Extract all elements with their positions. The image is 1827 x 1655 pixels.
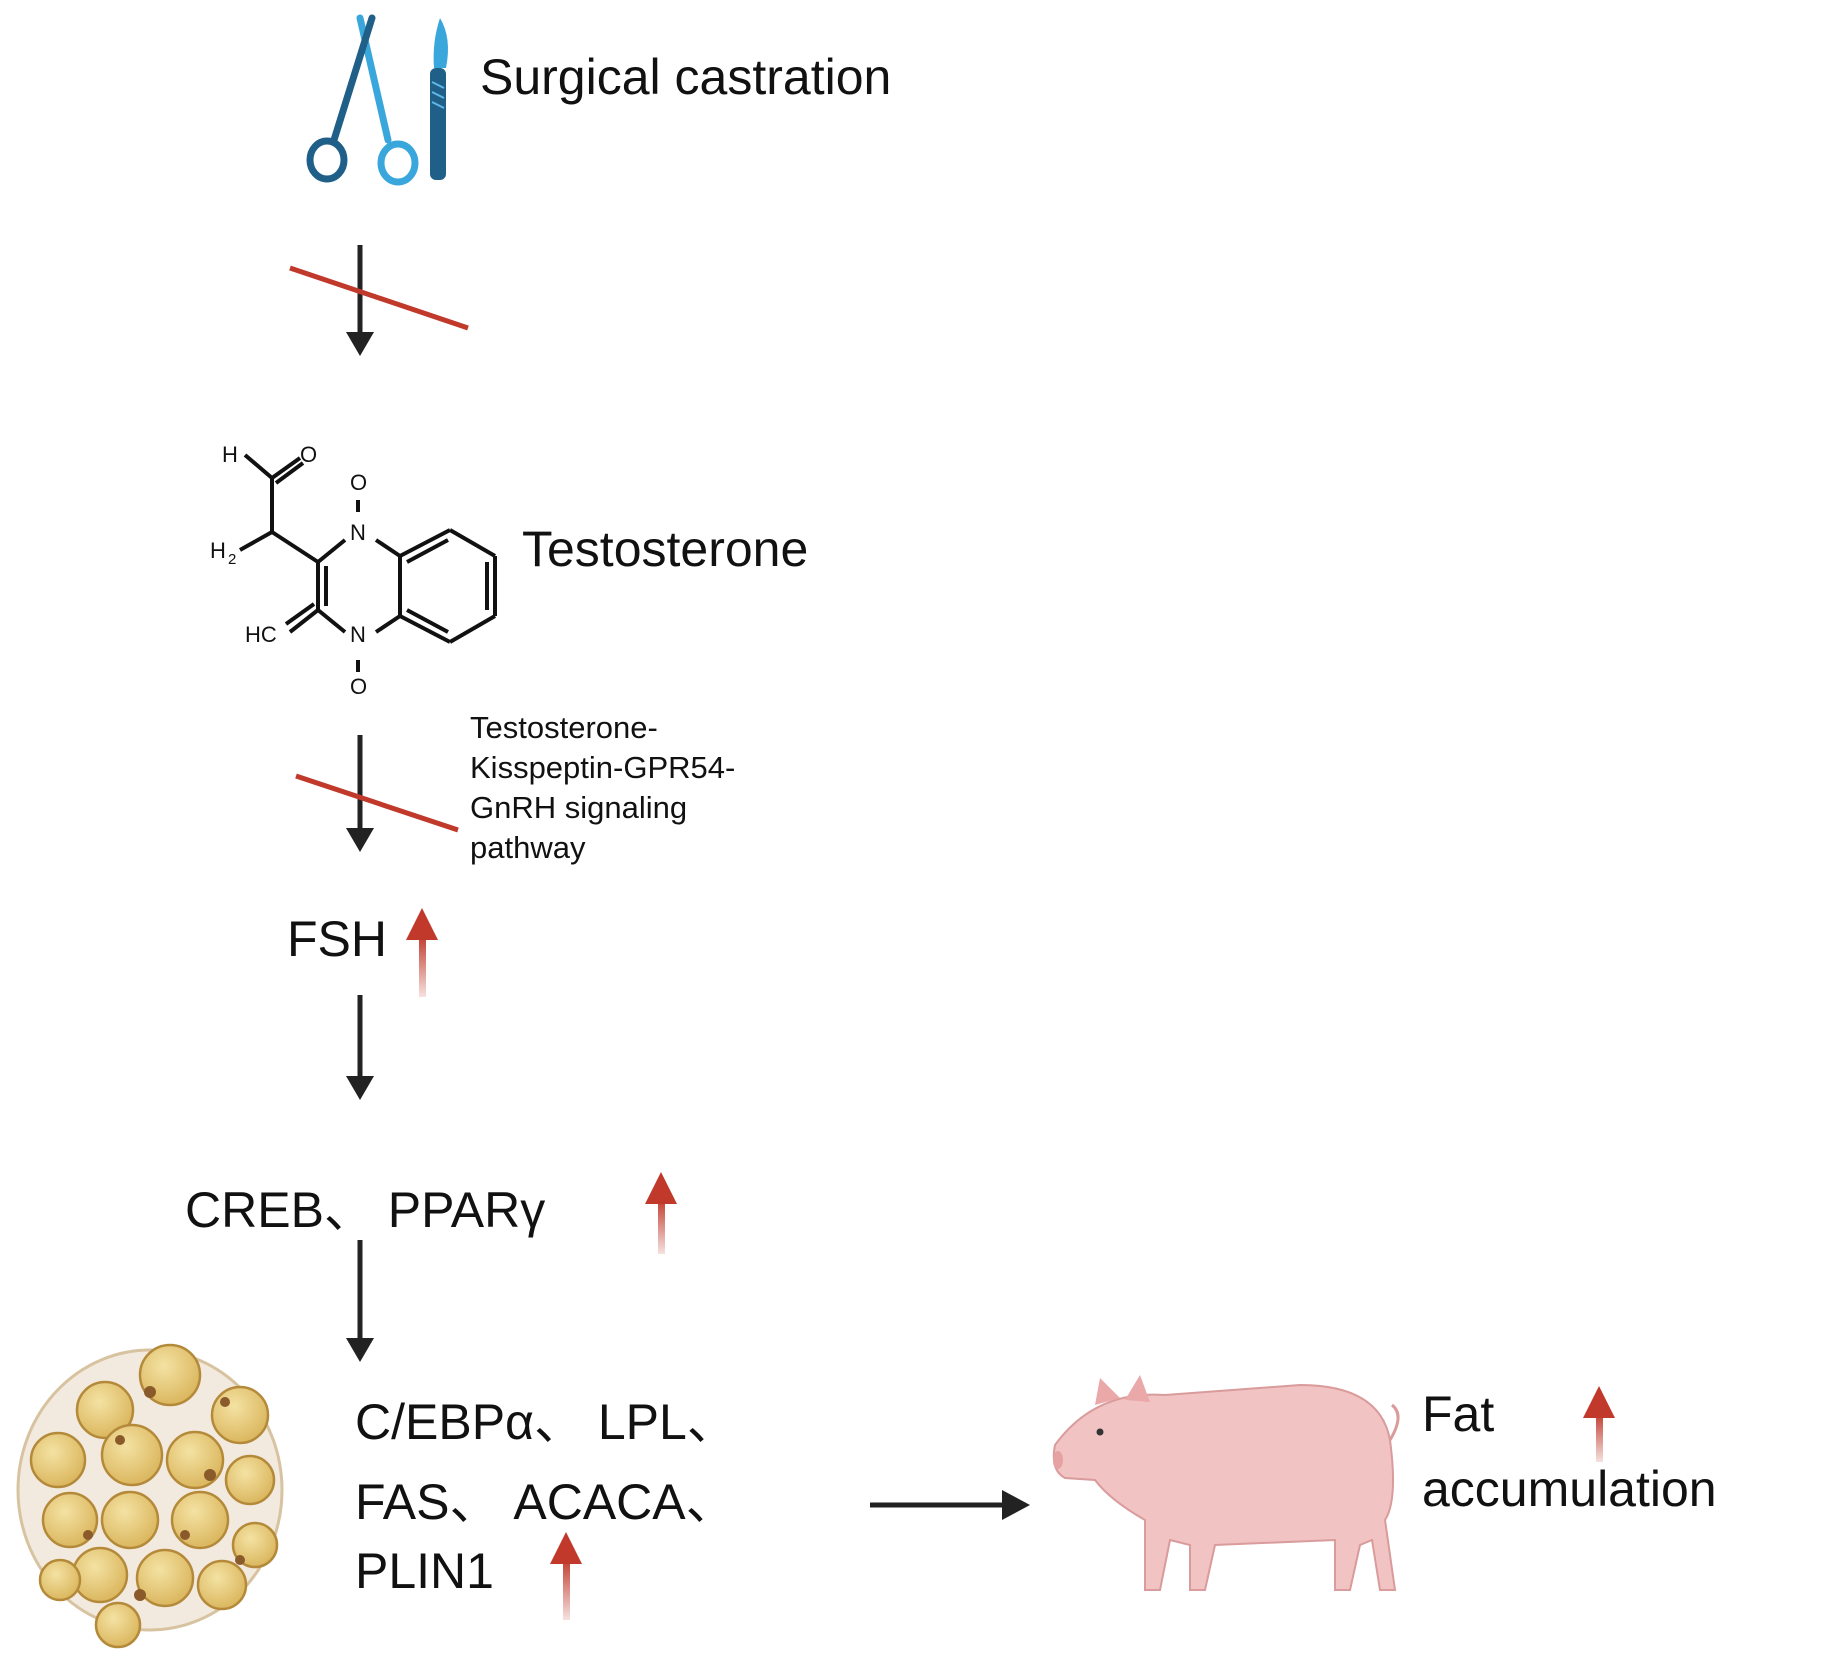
fat-label-line-1: Fat <box>1422 1386 1495 1442</box>
fat-label-line-2: accumulation <box>1422 1461 1717 1517</box>
genes-line-3: PLIN1 <box>355 1543 494 1599</box>
svg-text:O: O <box>350 674 367 699</box>
testosterone-label: Testosterone <box>522 521 809 577</box>
fat-cells-icon <box>16 1343 284 1649</box>
fsh-label: FSH <box>287 911 387 967</box>
surgical-castration-label: Surgical castration <box>480 49 892 105</box>
svg-text:H: H <box>210 538 226 563</box>
scalpel-icon <box>430 18 448 180</box>
svg-text:H: H <box>222 442 238 467</box>
fat-up-arrow <box>1583 1386 1615 1462</box>
arrow-creb-to-genes <box>346 1240 374 1362</box>
arrow-genes-to-pig <box>870 1490 1030 1520</box>
svg-text:HC: HC <box>245 622 277 647</box>
genes-line-1: C/EBPα、 LPL、 <box>355 1394 737 1450</box>
inhibition-line-1 <box>289 265 469 331</box>
pig-icon <box>1052 1375 1400 1591</box>
pathway-label: Testosterone-Kisspeptin-GPR54-GnRH signa… <box>470 710 736 865</box>
genes-line-2: FAS、 ACACA、 <box>355 1474 736 1530</box>
scissors-icon <box>306 14 419 186</box>
svg-text:O: O <box>300 442 317 467</box>
inhibition-line-2 <box>295 773 459 833</box>
svg-text:N: N <box>350 520 366 545</box>
creb-ppar-label: CREB、 PPARγ <box>185 1182 546 1238</box>
arrow-castration-to-testosterone <box>346 245 374 356</box>
svg-text:O: O <box>350 470 367 495</box>
chemical-labels: H O O N H 2 HC N O <box>210 442 367 699</box>
arrow-fsh-to-creb <box>346 995 374 1100</box>
chemical-structure <box>239 453 497 672</box>
svg-text:2: 2 <box>228 551 236 568</box>
arrow-testosterone-to-fsh <box>346 735 374 852</box>
svg-text:N: N <box>350 622 366 647</box>
fsh-up-arrow <box>406 908 438 997</box>
creb-up-arrow <box>645 1172 677 1254</box>
genes-up-arrow <box>550 1532 582 1620</box>
